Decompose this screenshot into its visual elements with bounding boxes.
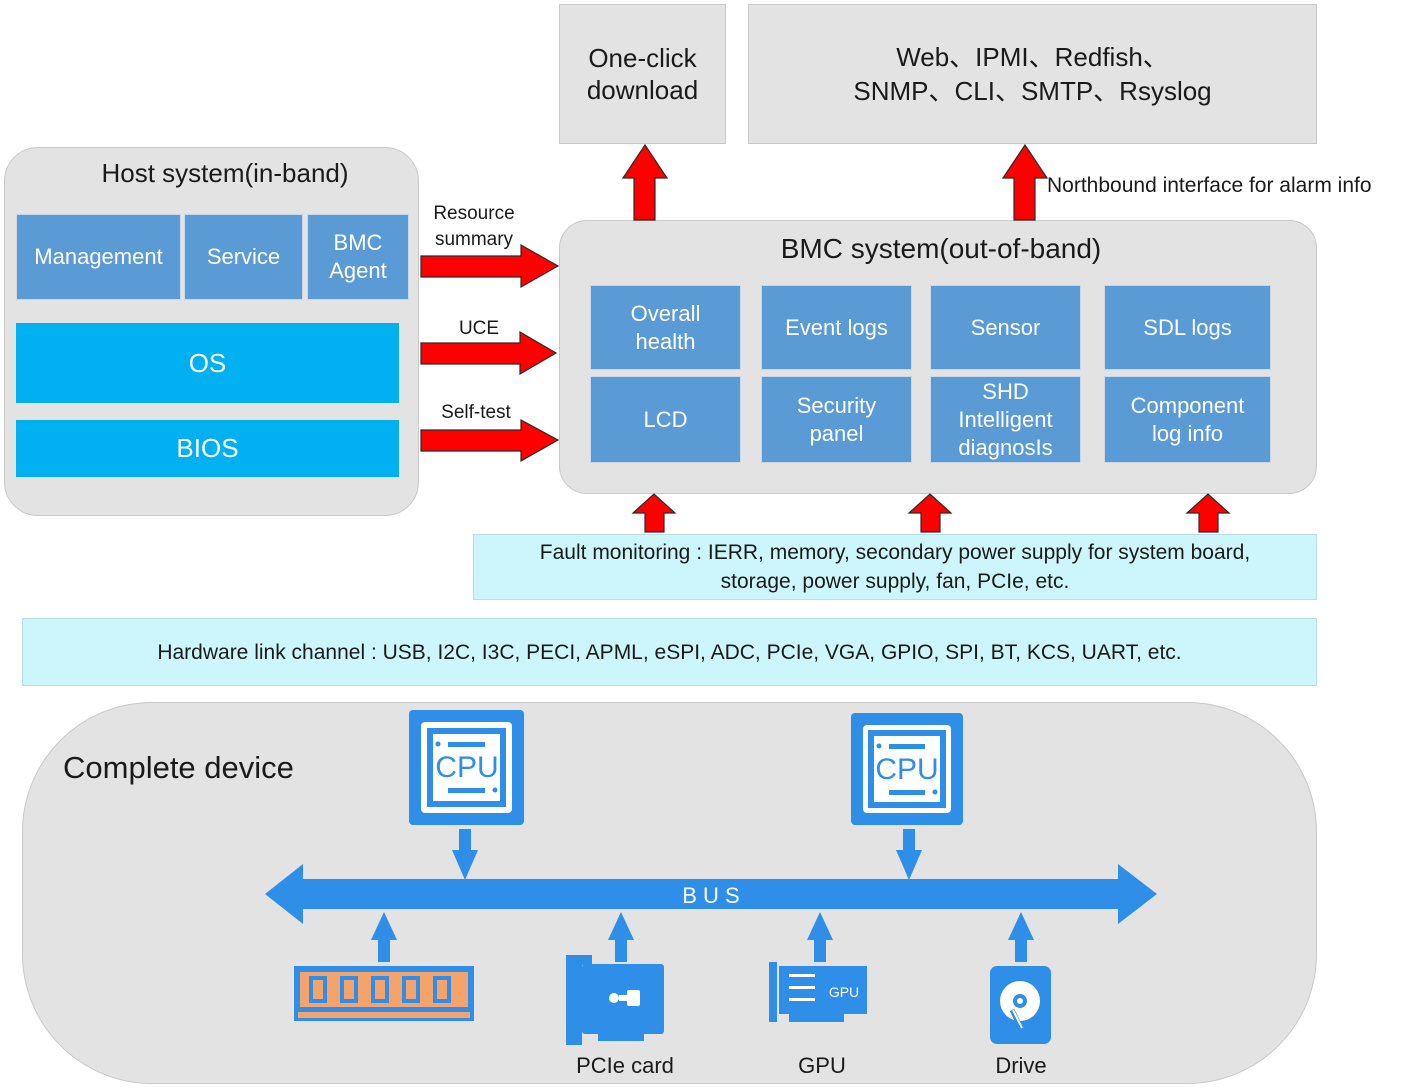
bmc-system-title: BMC system(out-of-band) [780,233,1102,264]
one-click-download-label: One-click download [586,43,699,105]
resource-summary-label: Resource summary [433,203,515,250]
service-cell: Service [184,214,303,300]
component-log-cell: Component log info [1104,376,1271,463]
overall-health-cell: Overall health [590,285,741,370]
lcd-cell: LCD [590,376,741,463]
uce-label: UCE [458,318,500,339]
management-cell: Management [16,214,181,300]
fault-up-arrow-3 [1185,493,1231,533]
shd-diagnosis-cell: SHD Intelligent diagnosIs [930,376,1081,463]
northbound-label: Northbound interface for alarm info [1047,174,1372,197]
fault-up-arrow-2 [907,493,953,533]
complete-device-title: Complete device [63,750,294,785]
fault-up-arrow-1 [631,493,677,533]
self-test-label: Self-test [441,402,511,423]
host-system-title: Host system(in-band) [101,158,349,188]
protocols-label: Web、IPMI、Redfish、 SNMP、CLI、SMTP、Rsyslog [853,42,1212,106]
sensor-cell: Sensor [930,285,1081,370]
fault-monitoring-box: Fault monitoring : IERR, memory, seconda… [473,534,1317,600]
hardware-link-box: Hardware link channel : USB, I2C, I3C, P… [22,618,1317,686]
bios-bar: BIOS [16,420,399,477]
one-click-download-box: One-click download [559,4,726,144]
security-panel-cell: Security panel [761,376,912,463]
protocols-box: Web、IPMI、Redfish、 SNMP、CLI、SMTP、Rsyslog [748,4,1317,144]
sdl-logs-cell: SDL logs [1104,285,1271,370]
download-up-arrow [621,143,669,221]
fault-monitoring-text: Fault monitoring : IERR, memory, seconda… [539,541,1251,593]
hardware-link-text: Hardware link channel : USB, I2C, I3C, P… [157,640,1182,664]
event-logs-cell: Event logs [761,285,912,370]
bmc-agent-cell: BMC Agent [307,214,409,300]
northbound-up-arrow [1001,143,1049,221]
os-bar: OS [16,323,399,403]
self-test-arrow [420,418,560,463]
